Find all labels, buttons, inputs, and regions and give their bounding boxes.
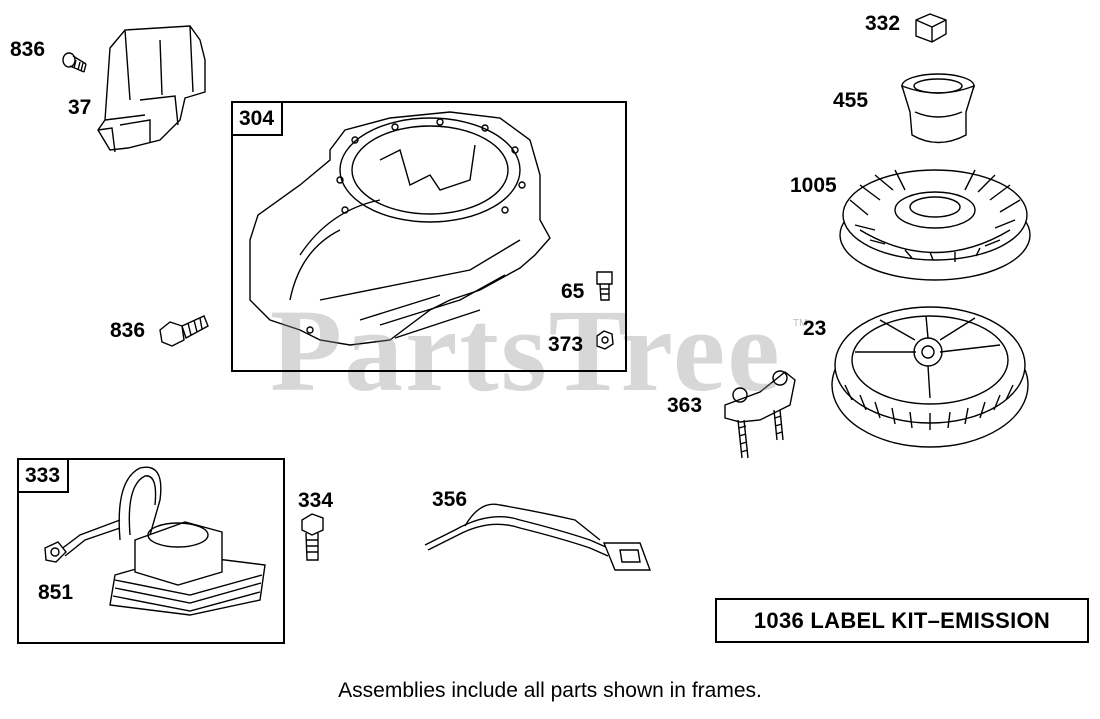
part-label-455[interactable]: 455 xyxy=(833,89,869,112)
fan-icon xyxy=(839,169,1031,281)
nut-icon xyxy=(915,13,947,43)
part-label-356[interactable]: 356 xyxy=(432,488,468,511)
flywheel-icon xyxy=(831,306,1029,448)
part-label-373[interactable]: 373 xyxy=(548,333,584,356)
part-label-836[interactable]: 836 xyxy=(10,38,46,61)
armature-icon xyxy=(59,466,266,616)
bolt-icon xyxy=(159,315,209,347)
ground-wire-icon xyxy=(424,503,652,571)
part-label-363[interactable]: 363 xyxy=(667,394,703,417)
footer-note: Assemblies include all parts shown in fr… xyxy=(338,679,762,702)
part-label-304[interactable]: 304 xyxy=(233,103,284,136)
part-label-23[interactable]: 23 xyxy=(803,317,827,340)
part-label-334[interactable]: 334 xyxy=(298,489,334,512)
part-label-37[interactable]: 37 xyxy=(68,96,92,119)
brake-bracket-icon xyxy=(724,370,796,459)
starter-cup-icon xyxy=(900,73,976,144)
trademark-mark: TM xyxy=(793,318,808,329)
screw-icon xyxy=(596,271,613,301)
frame-304: 304 xyxy=(231,101,627,372)
part-label-851[interactable]: 851 xyxy=(38,581,74,604)
blower-housing-icon xyxy=(249,111,551,346)
label-kit-emission[interactable]: 1036 LABEL KIT–EMISSION xyxy=(715,598,1089,643)
screw-icon xyxy=(301,513,324,561)
spark-plug-terminal-icon xyxy=(44,541,67,563)
bracket-icon xyxy=(97,25,206,153)
frame-333: 333 xyxy=(17,458,285,644)
part-label-836-bolt[interactable]: 836 xyxy=(110,319,146,342)
part-label-1005[interactable]: 1005 xyxy=(790,174,837,197)
part-label-332[interactable]: 332 xyxy=(865,12,901,35)
screw-icon xyxy=(62,52,87,73)
part-label-65[interactable]: 65 xyxy=(561,280,585,303)
nut-icon xyxy=(596,330,614,350)
part-label-333[interactable]: 333 xyxy=(19,460,70,493)
